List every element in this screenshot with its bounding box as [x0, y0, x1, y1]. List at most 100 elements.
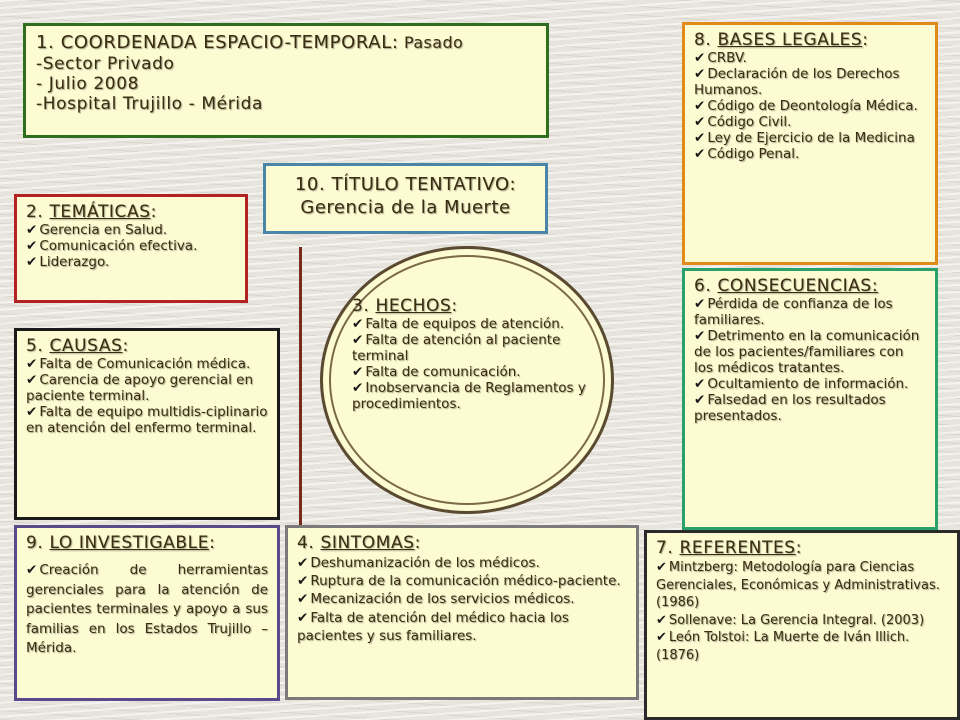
list-item: ✔Gerencia en Salud. [26, 222, 236, 239]
list-item-text: Código Penal. [707, 145, 800, 162]
check-icon: ✔ [694, 327, 706, 344]
list-item: ✔Código de Deontología Médica. [694, 97, 926, 115]
list-item-text: Falta de comunicación. [365, 363, 521, 380]
consecuencias-box: 6. CONSECUENCIAS: ✔Pérdida de confianza … [682, 268, 938, 530]
hechos-title: 3. HECHOS: [352, 296, 458, 316]
list-item-text: Carencia de apoyo gerencial en paciente … [26, 371, 254, 404]
list-item-text: Ley de Ejercicio de la Medicina [707, 129, 915, 146]
coordenada-box: 1. COORDENADA ESPACIO-TEMPORAL: Pasado -… [23, 23, 549, 138]
check-icon: ✔ [694, 97, 706, 114]
titulo-tentativo-value: Gerencia de la Muerte [300, 197, 511, 219]
sintomas-title: 4. SINTOMAS: [297, 533, 421, 553]
tematicas-list: ✔Gerencia en Salud.✔Comunicación efectiv… [26, 222, 236, 271]
list-item-text: Falta de Comunicación médica. [39, 356, 251, 373]
coordenada-line: -Sector Privado [36, 54, 175, 75]
check-icon: ✔ [694, 129, 706, 146]
list-item-text: Código de Deontología Médica. [707, 97, 918, 114]
check-icon: ✔ [26, 562, 38, 579]
titulo-tentativo-title: 10. TÍTULO TENTATIVO: [294, 174, 517, 195]
check-icon: ✔ [694, 65, 706, 82]
list-item: ✔Ocultamiento de información. [694, 375, 926, 393]
tematicas-box: 2. TEMÁTICAS: ✔Gerencia en Salud.✔Comuni… [14, 194, 248, 303]
list-item-text: Falta de equipo multidis-ciplinario en a… [26, 403, 268, 436]
hechos-list: ✔Falta de equipos de atención.✔Falta de … [352, 316, 602, 413]
list-item: ✔Creación de herramientas gerenciales pa… [26, 561, 268, 659]
check-icon: ✔ [26, 371, 38, 388]
referentes-list: ✔Mintzberg: Metodología para Ciencias Ge… [656, 559, 948, 664]
list-item: ✔Pérdida de confianza de los familiares. [694, 296, 926, 329]
causas-list: ✔Falta de Comunicación médica.✔Carencia … [26, 356, 268, 437]
list-item: ✔Falta de atención al paciente terminal [352, 332, 602, 365]
list-item-text: Creación de herramientas gerenciales par… [26, 562, 268, 657]
list-item: ✔Mintzberg: Metodología para Ciencias Ge… [656, 559, 948, 612]
causas-box: 5. CAUSAS: ✔Falta de Comunicación médica… [14, 328, 280, 520]
check-icon: ✔ [694, 50, 706, 67]
list-item-text: Código Civil. [707, 113, 792, 130]
list-item: ✔Liderazgo. [26, 253, 236, 271]
list-item: ✔Mecanización de los servicios médicos. [297, 590, 627, 608]
check-icon: ✔ [26, 222, 38, 239]
hechos-circle [320, 246, 614, 514]
referentes-title: 7. REFERENTES: [656, 538, 803, 558]
coordenada-line: -Hospital Trujillo - Mérida [36, 94, 264, 115]
list-item-text: Sollenave: La Gerencia Integral. (2003) [668, 612, 925, 628]
check-icon: ✔ [26, 253, 38, 270]
list-item-text: Ocultamiento de información. [707, 375, 909, 392]
check-icon: ✔ [694, 391, 706, 408]
list-item-text: Mecanización de los servicios médicos. [310, 591, 575, 608]
list-item-text: Ruptura de la comunicación médico-pacien… [310, 573, 621, 590]
list-item: ✔Falta de equipos de atención. [352, 316, 602, 333]
list-item-text: Falta de atención del médico hacia los p… [297, 609, 569, 644]
bases-legales-box: 8. BASES LEGALES: ✔CRBV.✔Declaración de … [682, 22, 938, 265]
check-icon: ✔ [352, 379, 364, 396]
check-icon: ✔ [656, 612, 667, 628]
list-item: ✔Sollenave: La Gerencia Integral. (2003) [656, 612, 948, 630]
list-item: ✔Detrimento en la comunicación de los pa… [694, 327, 926, 377]
check-icon: ✔ [656, 560, 667, 576]
check-icon: ✔ [694, 375, 706, 392]
check-icon: ✔ [297, 555, 309, 572]
list-item-text: Falta de equipos de atención. [365, 316, 565, 333]
list-item: ✔León Tolstoi: La Muerte de Iván Illich.… [656, 629, 948, 664]
list-item-text: Liderazgo. [39, 253, 110, 270]
list-item-text: Falsedad en los resultados presentados. [694, 391, 886, 424]
sintomas-box: 4. SINTOMAS: ✔Deshumanización de los méd… [285, 525, 639, 700]
list-item: ✔Falta de equipo multidis-ciplinario en … [26, 403, 268, 437]
list-item: ✔Falta de atención del médico hacia los … [297, 609, 627, 645]
consecuencias-title: 6. CONSECUENCIAS: [694, 276, 879, 296]
check-icon: ✔ [352, 363, 364, 380]
list-item: ✔Deshumanización de los médicos. [297, 554, 627, 572]
check-icon: ✔ [694, 296, 706, 313]
list-item: ✔Falsedad en los resultados presentados. [694, 391, 926, 425]
check-icon: ✔ [352, 316, 364, 333]
check-icon: ✔ [26, 403, 38, 420]
consecuencias-list: ✔Pérdida de confianza de los familiares.… [694, 296, 926, 425]
bases-legales-title: 8. BASES LEGALES: [694, 30, 869, 50]
list-item-text: León Tolstoi: La Muerte de Iván Illich. … [656, 630, 910, 663]
hechos-box: 3. HECHOS: ✔Falta de equipos de atención… [352, 296, 602, 486]
lo-investigable-title: 9. LO INVESTIGABLE: [26, 533, 216, 553]
connector-line [299, 247, 302, 527]
list-item-text: Detrimento en la comunicación de los pac… [694, 327, 920, 376]
list-item-text: CRBV. [707, 50, 747, 67]
check-icon: ✔ [694, 145, 706, 162]
list-item: ✔Código Civil. [694, 113, 926, 131]
coordenada-line: - Julio 2008 [36, 74, 140, 95]
coordenada-title: 1. COORDENADA ESPACIO-TEMPORAL: Pasado [36, 32, 464, 53]
tematicas-title: 2. TEMÁTICAS: [26, 202, 157, 222]
list-item-text: Declaración de los Derechos Humanos. [694, 65, 900, 98]
check-icon: ✔ [297, 573, 309, 590]
list-item: ✔Ley de Ejercicio de la Medicina [694, 129, 926, 147]
list-item: ✔Código Penal. [694, 145, 926, 163]
titulo-tentativo-box: 10. TÍTULO TENTATIVO: Gerencia de la Mue… [263, 163, 548, 234]
sintomas-list: ✔Deshumanización de los médicos.✔Ruptura… [297, 554, 627, 645]
lo-investigable-list: ✔Creación de herramientas gerenciales pa… [26, 561, 268, 659]
list-item: ✔Falta de Comunicación médica. [26, 356, 268, 373]
list-item-text: Deshumanización de los médicos. [310, 555, 540, 572]
causas-title: 5. CAUSAS: [26, 336, 129, 356]
list-item-text: Inobservancia de Reglamentos y procedimi… [352, 379, 586, 412]
list-item-text: Mintzberg: Metodología para Ciencias Ger… [656, 560, 940, 611]
lo-investigable-box: 9. LO INVESTIGABLE: ✔Creación de herrami… [14, 525, 280, 701]
check-icon: ✔ [694, 113, 706, 130]
list-item-text: Gerencia en Salud. [39, 222, 168, 239]
